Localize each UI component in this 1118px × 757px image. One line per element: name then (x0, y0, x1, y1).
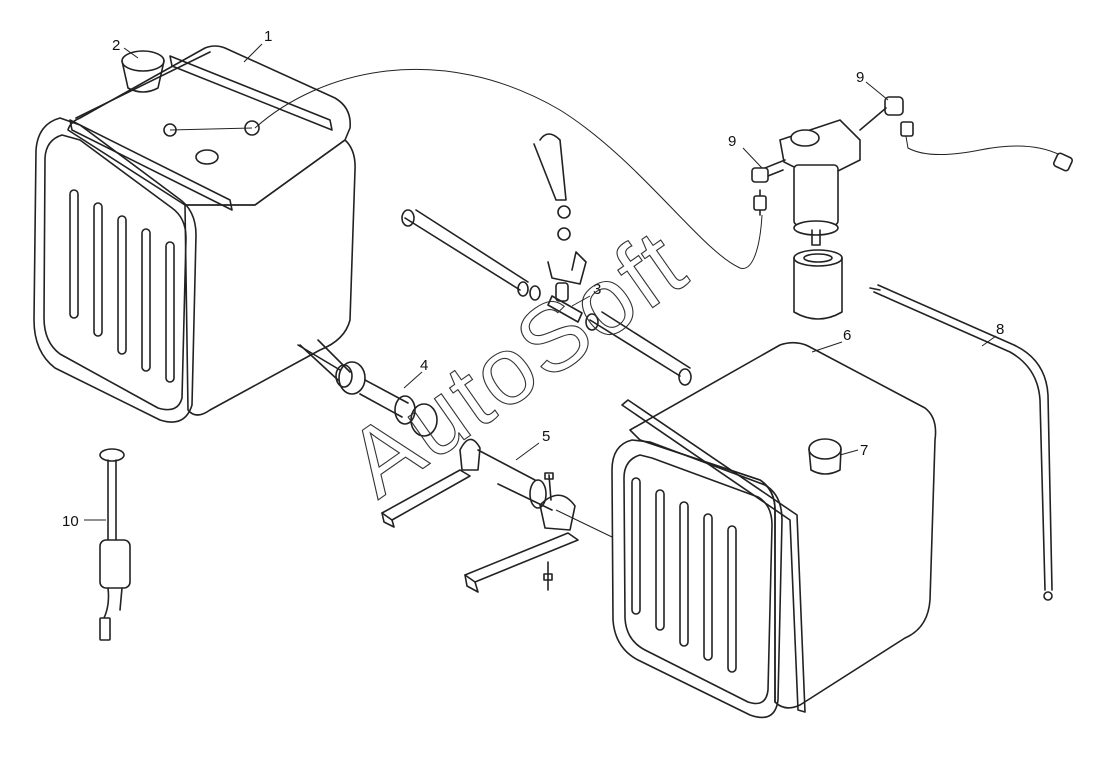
callout-7: 7 (860, 442, 868, 459)
callout-9-right: 9 (856, 69, 864, 86)
fuel-filter (751, 96, 1074, 320)
tank-ribs (69, 189, 175, 383)
fuel-tank-left (33, 45, 356, 423)
filler-cap (121, 50, 165, 93)
callout-2: 2 (112, 37, 120, 54)
fuel-level-sensor (99, 448, 131, 641)
vent-pipe (869, 284, 1053, 601)
callout-8: 8 (996, 321, 1004, 338)
callout-5: 5 (542, 428, 550, 445)
leader-lines (84, 43, 997, 521)
callouts: 1 2 3 4 5 6 7 8 9 9 10 (62, 28, 1004, 530)
callout-3: 3 (593, 281, 601, 298)
fuel-tank-right (611, 341, 937, 719)
drain-port (195, 149, 219, 165)
tank-ribs-right (631, 477, 737, 673)
callout-1: 1 (264, 28, 272, 45)
callout-9-left: 9 (728, 133, 736, 150)
support-brackets (381, 438, 579, 593)
fuel-lines (254, 68, 763, 538)
callout-4: 4 (420, 357, 428, 374)
filler-cap-right (808, 438, 842, 475)
callout-6: 6 (843, 327, 851, 344)
callout-10: 10 (62, 513, 79, 530)
